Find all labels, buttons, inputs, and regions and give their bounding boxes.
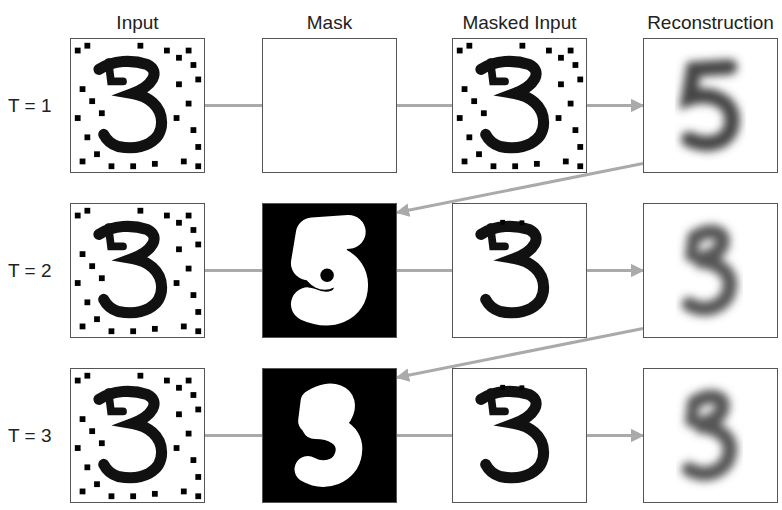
- image-panel: Mask: [262, 38, 397, 173]
- input-image: [70, 203, 205, 338]
- column-heading: Mask: [307, 12, 352, 34]
- masked-input-image: [452, 38, 587, 173]
- mask-image: [262, 203, 397, 338]
- reconstruction-image: [643, 203, 778, 338]
- flow-line: [205, 269, 262, 272]
- flow-line: [397, 329, 643, 378]
- image-panel: Reconstruction: [643, 38, 778, 173]
- row-label: T = 3: [8, 425, 51, 447]
- input-image: [70, 38, 205, 173]
- flow-line: [397, 434, 452, 437]
- flow-line: [205, 434, 262, 437]
- image-panel: [262, 203, 397, 338]
- column-heading: Input: [116, 12, 158, 34]
- image-panel: Input: [70, 38, 205, 173]
- reconstruction-image: [643, 368, 778, 503]
- image-panel: [262, 368, 397, 503]
- image-panel: [643, 368, 778, 503]
- image-panel: [452, 368, 587, 503]
- column-heading: Reconstruction: [647, 12, 774, 34]
- flow-line: [397, 104, 452, 107]
- flow-line: [205, 104, 262, 107]
- mask-image: [262, 38, 397, 173]
- input-image: [70, 368, 205, 503]
- flow-line: [587, 269, 643, 272]
- flow-line: [397, 269, 452, 272]
- flow-line: [587, 434, 643, 437]
- column-heading: Masked Input: [462, 12, 576, 34]
- flow-line: [587, 104, 643, 107]
- image-panel: Masked Input: [452, 38, 587, 173]
- reconstruction-image: [643, 38, 778, 173]
- image-panel: [452, 203, 587, 338]
- row-label: T = 2: [8, 260, 51, 282]
- flow-line: [397, 164, 643, 213]
- image-panel: [70, 203, 205, 338]
- mask-image: [262, 368, 397, 503]
- masked-input-image: [452, 203, 587, 338]
- masked-input-image: [452, 368, 587, 503]
- image-panel: [643, 203, 778, 338]
- image-panel: [70, 368, 205, 503]
- row-label: T = 1: [8, 95, 51, 117]
